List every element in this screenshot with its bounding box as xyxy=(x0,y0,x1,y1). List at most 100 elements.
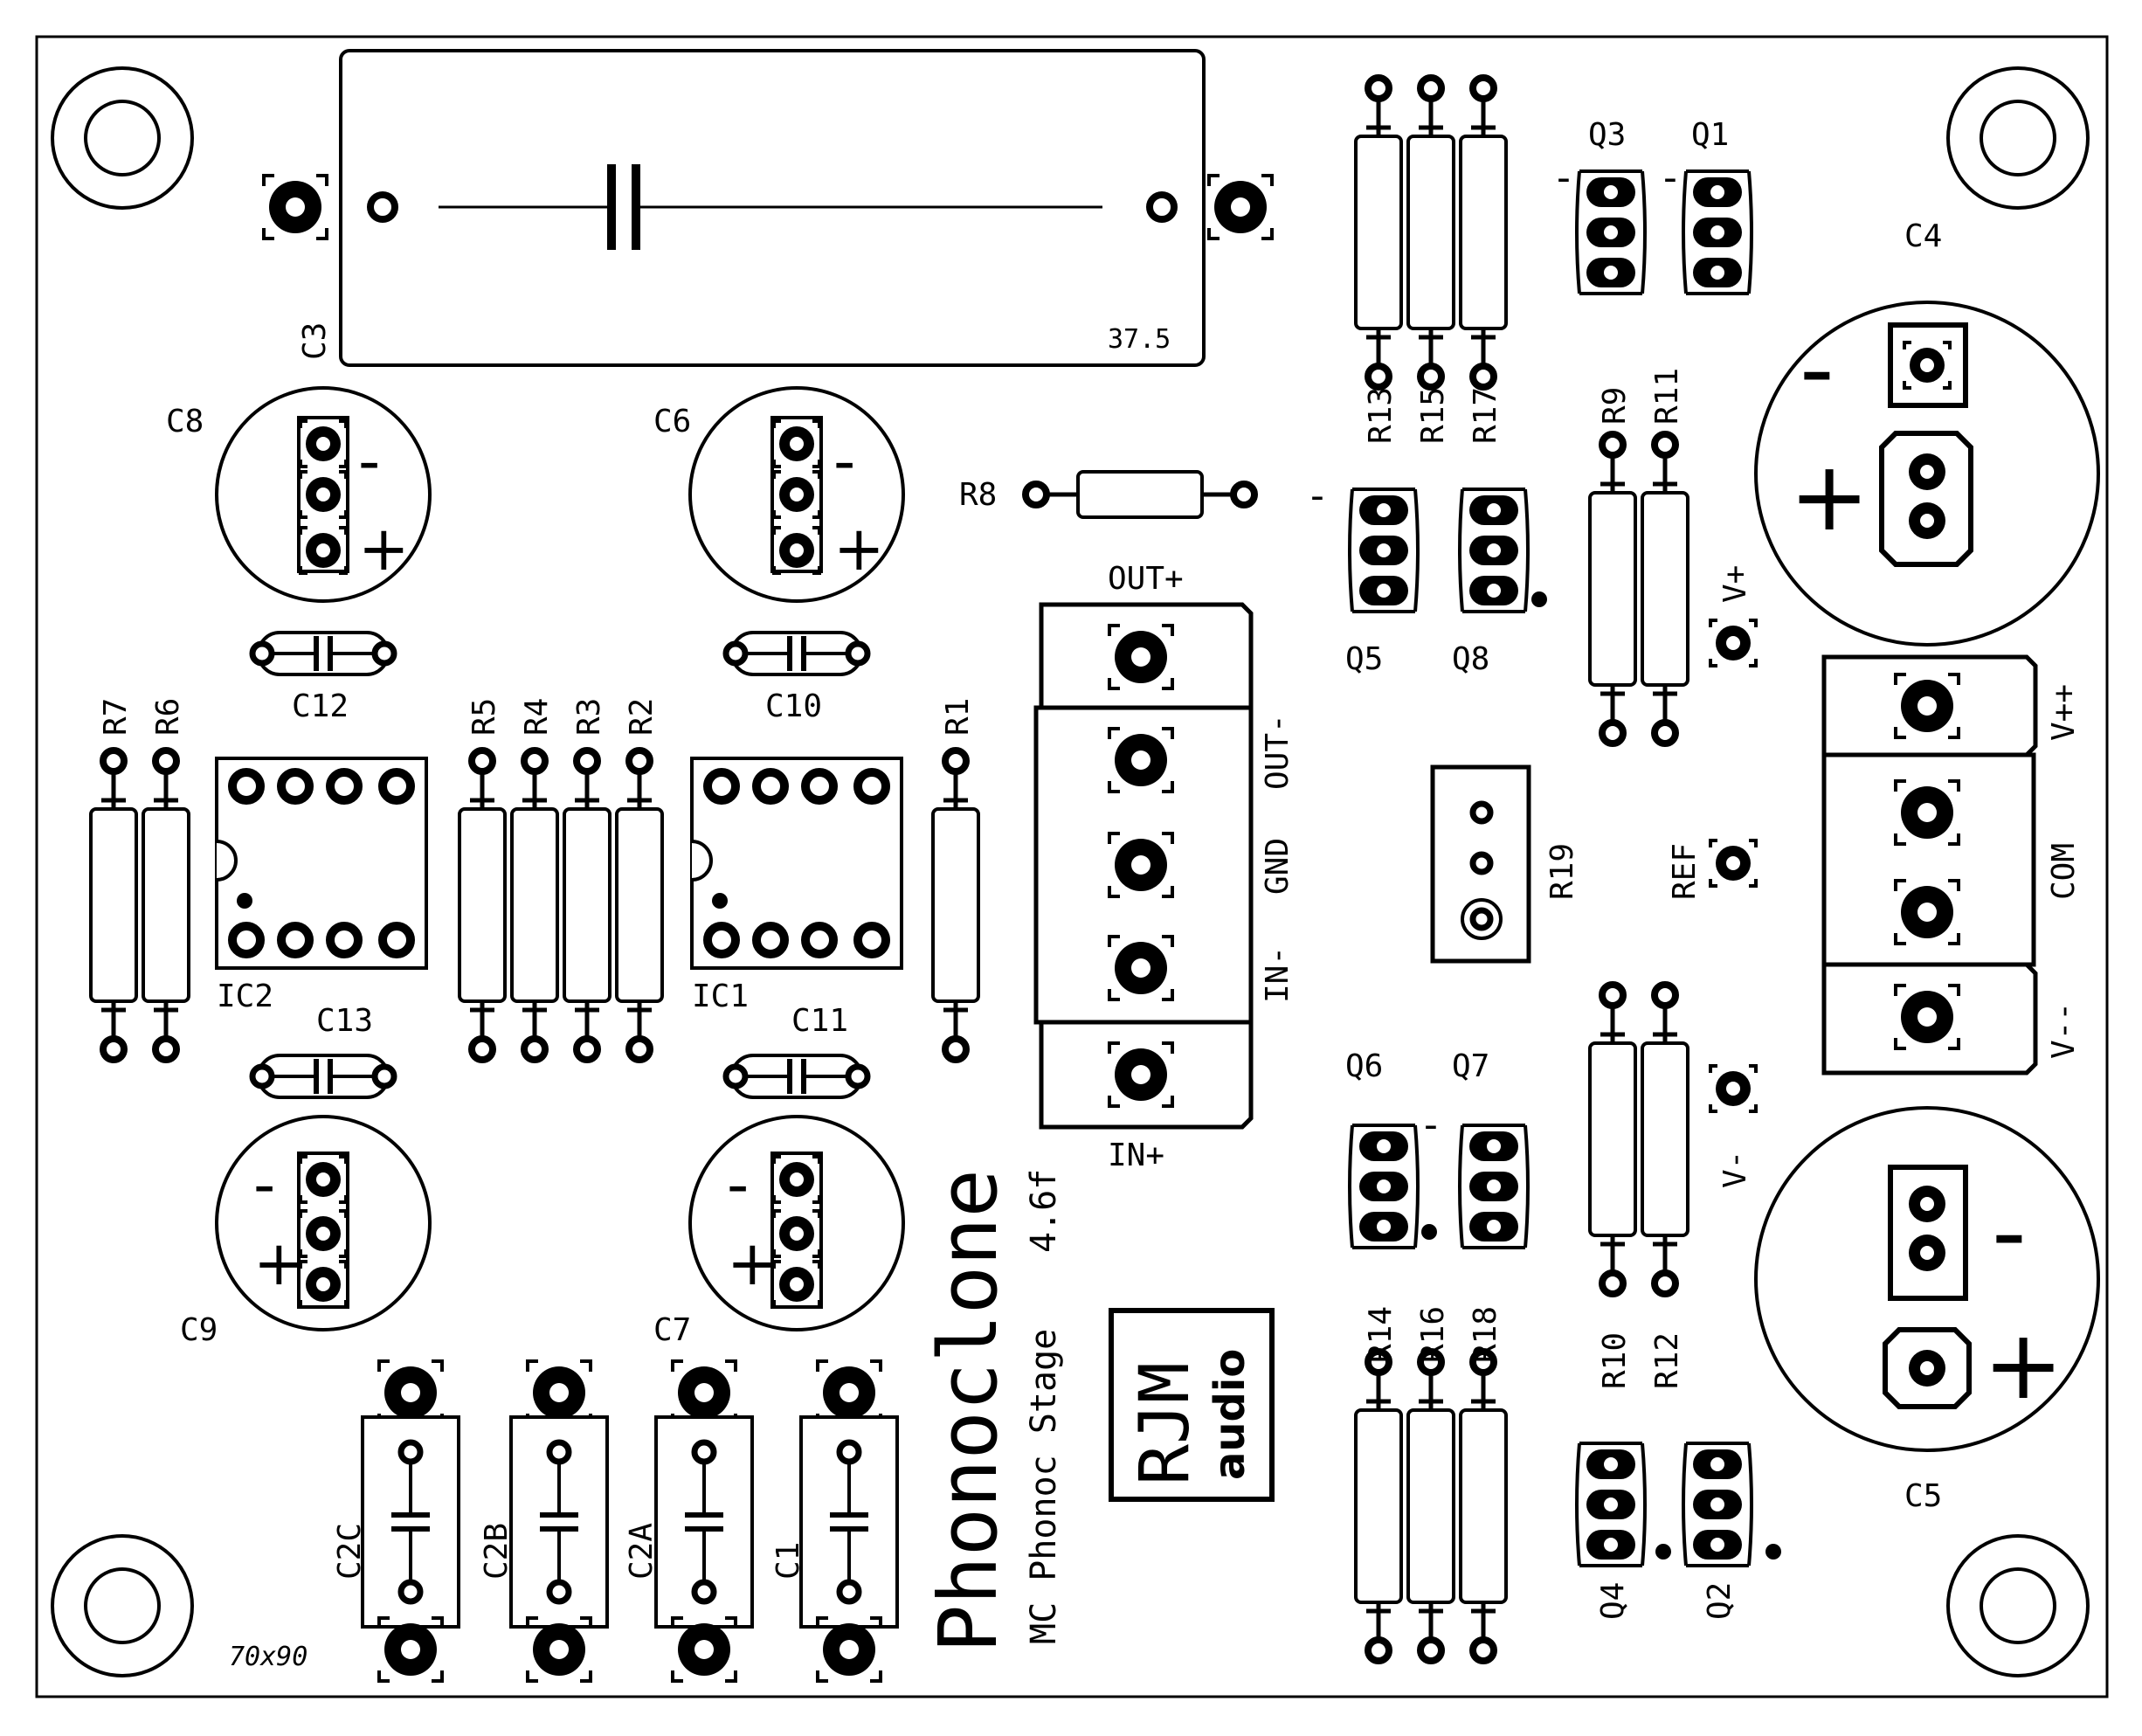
label-ic1: IC1 xyxy=(692,979,749,1014)
capacitor-c6: - + C6 xyxy=(653,386,905,603)
label-com: COM xyxy=(2046,843,2082,900)
label-c8: C8 xyxy=(166,404,204,439)
label-r14: R14 xyxy=(1363,1306,1399,1363)
transistor-q1 xyxy=(1682,169,1753,295)
label-c10: C10 xyxy=(765,688,822,724)
label-c2b: C2B xyxy=(479,1523,515,1580)
polarity-plus-c6: + xyxy=(833,513,885,584)
label-r4: R4 xyxy=(519,698,555,736)
label-r3: R3 xyxy=(571,698,607,736)
label-c4: C4 xyxy=(1904,218,1942,254)
label-r7: R7 xyxy=(98,698,134,736)
capacitor-c2a xyxy=(656,1417,752,1627)
label-c9: C9 xyxy=(180,1312,218,1348)
label-in-plus: IN+ xyxy=(1108,1138,1164,1173)
label-c3-value: 37.5 xyxy=(1108,324,1171,355)
label-out-minus: OUT- xyxy=(1260,714,1296,790)
brand-line2: audio xyxy=(1206,1349,1254,1480)
label-r1: R1 xyxy=(940,698,976,736)
trimmer-r19: R19 xyxy=(1430,764,1580,964)
ic1-dip8 xyxy=(692,758,902,968)
label-r12: R12 xyxy=(1649,1332,1685,1389)
capacitor-c11 xyxy=(726,1055,867,1097)
polarity-minus-q3: - xyxy=(1557,156,1571,200)
brand-line1: RJM xyxy=(1126,1362,1205,1485)
label-q3: Q3 xyxy=(1588,117,1626,153)
transistor-q7 xyxy=(1458,1124,1530,1249)
label-c13: C13 xyxy=(316,1003,373,1039)
capacitor-c2c xyxy=(363,1417,459,1627)
label-gnd: GND xyxy=(1260,838,1296,895)
polarity-minus-q5: - xyxy=(1310,474,1324,518)
label-out-plus: OUT+ xyxy=(1108,561,1184,597)
transistor-q3 xyxy=(1575,169,1647,295)
mounting-hole-top-left xyxy=(51,66,194,210)
brand-logo: RJM audio xyxy=(1109,1308,1275,1502)
capacitor-c12 xyxy=(252,633,394,674)
capacitor-c5: - + C5 xyxy=(1754,1106,2100,1514)
transistor-q6 xyxy=(1348,1124,1420,1249)
label-q1: Q1 xyxy=(1691,117,1729,153)
label-c7: C7 xyxy=(653,1312,691,1348)
label-r16: R16 xyxy=(1415,1306,1451,1363)
polarity-plus-c4: + xyxy=(1789,440,1869,552)
mounting-hole-bottom-left xyxy=(51,1534,194,1677)
label-q4: Q4 xyxy=(1595,1582,1631,1620)
label-r13: R13 xyxy=(1363,387,1399,444)
resistor-r8: R8 xyxy=(959,470,1258,519)
signal-terminal-block: OUT+ OUT- GND IN- IN+ xyxy=(1033,561,1296,1173)
label-c3: C3 xyxy=(297,322,333,360)
label-r18: R18 xyxy=(1468,1306,1503,1363)
polarity-minus-c8: - xyxy=(358,425,380,497)
mounting-hole-bottom-right xyxy=(1946,1534,2090,1677)
ic2-dip8 xyxy=(217,758,426,968)
label-q8: Q8 xyxy=(1452,641,1489,677)
polarity-plus-c9: + xyxy=(253,1228,305,1299)
label-v-minus: V- xyxy=(1717,1151,1753,1188)
label-q5: Q5 xyxy=(1345,641,1383,677)
capacitor-c13 xyxy=(252,1055,394,1097)
label-q7: Q7 xyxy=(1452,1048,1489,1084)
product-subtitle: MC Phonoc Stage xyxy=(1024,1329,1064,1644)
polarity-minus-c4: - xyxy=(1800,313,1835,425)
label-v-plus: V+ xyxy=(1717,565,1753,603)
label-ic2: IC2 xyxy=(217,979,273,1014)
label-r11: R11 xyxy=(1649,368,1685,425)
label-r10: R10 xyxy=(1597,1332,1633,1389)
label-q2: Q2 xyxy=(1702,1582,1738,1620)
polarity-minus-c9: - xyxy=(253,1149,275,1221)
mounting-hole-top-right xyxy=(1946,66,2090,210)
label-c5: C5 xyxy=(1904,1478,1942,1514)
capacitor-c9: - + C9 xyxy=(180,1115,432,1348)
polarity-minus-q6: - xyxy=(1424,1103,1438,1147)
polarity-plus-c8: + xyxy=(358,513,410,584)
label-c11: C11 xyxy=(791,1003,848,1039)
transistor-q2 xyxy=(1682,1442,1753,1567)
transistor-q4 xyxy=(1575,1442,1647,1567)
transistor-q8 xyxy=(1458,488,1530,613)
label-r8: R8 xyxy=(959,477,997,513)
label-r9: R9 xyxy=(1597,387,1633,425)
label-c6: C6 xyxy=(653,404,691,439)
capacitor-c3: C3 37.5 xyxy=(262,49,1274,367)
capacitor-c7: - + C7 xyxy=(653,1115,905,1348)
label-in-minus: IN- xyxy=(1260,946,1296,1003)
power-terminal-block: V++ COM V-- xyxy=(1821,654,2082,1075)
capacitor-c1 xyxy=(801,1417,897,1627)
product-name: Phonoclone xyxy=(922,1169,1015,1653)
label-c1: C1 xyxy=(770,1542,806,1580)
polarity-plus-c7: + xyxy=(727,1228,778,1299)
board-size-label: 70x90 xyxy=(229,1642,307,1672)
label-r6: R6 xyxy=(150,698,186,736)
polarity-minus-c7: - xyxy=(727,1149,749,1221)
capacitor-c10 xyxy=(726,633,867,674)
transistor-q5 xyxy=(1348,488,1420,613)
label-r19: R19 xyxy=(1544,843,1580,900)
label-r15: R15 xyxy=(1415,387,1451,444)
polarity-plus-c5: + xyxy=(1983,1309,2063,1421)
label-c12: C12 xyxy=(292,688,349,724)
polarity-minus-q1: - xyxy=(1663,156,1677,200)
capacitor-c4: - + C4 xyxy=(1754,218,2100,647)
label-r5: R5 xyxy=(466,698,502,736)
